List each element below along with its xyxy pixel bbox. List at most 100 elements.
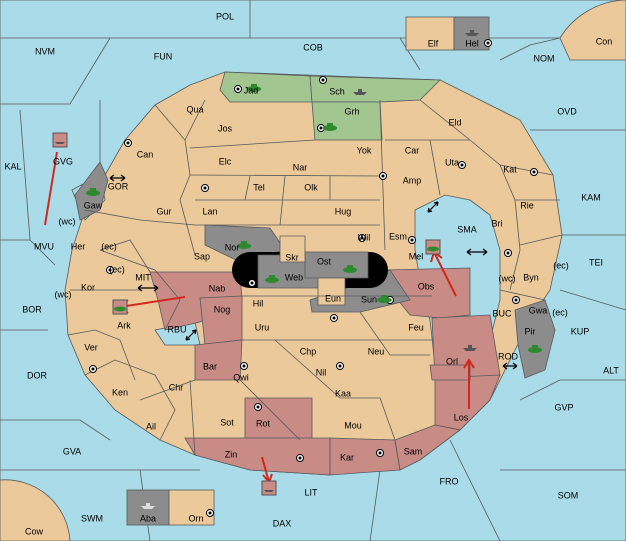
label-jos: Jos bbox=[218, 123, 233, 133]
label-nab: Nab bbox=[209, 283, 226, 293]
army-icon[interactable] bbox=[112, 299, 128, 315]
label-kar: Kar bbox=[340, 452, 354, 462]
region-jad[interactable] bbox=[219, 71, 313, 103]
units bbox=[52, 30, 542, 509]
label-orl: Orl bbox=[446, 356, 458, 366]
label-zin: Zin bbox=[225, 449, 238, 459]
label-orn: Orn bbox=[188, 513, 203, 523]
label-tel: Tel bbox=[253, 182, 265, 192]
label-gvp: GVP bbox=[554, 402, 573, 412]
army-icon[interactable] bbox=[323, 123, 337, 131]
region-ost[interactable] bbox=[304, 251, 369, 279]
label-rot: Rot bbox=[256, 418, 271, 428]
label-gor: GOR bbox=[108, 181, 129, 191]
fleet-icon[interactable] bbox=[261, 480, 277, 496]
label-eun: Eun bbox=[325, 293, 341, 303]
label-hug: Hug bbox=[335, 206, 352, 216]
label-pir: Pir bbox=[525, 326, 536, 336]
fleet-icon[interactable] bbox=[353, 89, 367, 95]
label-olk: Olk bbox=[304, 182, 318, 192]
label-sot: Sot bbox=[220, 417, 234, 427]
label-sam: Sam bbox=[404, 446, 423, 456]
label-kor: Kor bbox=[81, 282, 95, 292]
label-ken: Ken bbox=[112, 387, 128, 397]
label-web: Web bbox=[285, 272, 303, 282]
supply-centers bbox=[89, 39, 538, 517]
label-sap: Sap bbox=[194, 251, 210, 261]
label-kup: KUP bbox=[571, 326, 590, 336]
label-ec3: (ec) bbox=[552, 307, 568, 317]
label-con: Con bbox=[596, 36, 613, 46]
label-gva: GVA bbox=[63, 446, 81, 456]
label-los: Los bbox=[454, 412, 469, 422]
label-hel: Hel bbox=[465, 38, 479, 48]
label-neu: Neu bbox=[368, 346, 385, 356]
army-icon[interactable] bbox=[265, 275, 279, 283]
label-bri: Bri bbox=[492, 218, 503, 228]
label-cow: Cow bbox=[25, 526, 44, 536]
fleet-icon[interactable] bbox=[465, 30, 479, 36]
move-arrow bbox=[44, 151, 58, 226]
army-icon[interactable] bbox=[237, 241, 251, 249]
label-cob: COB bbox=[303, 42, 323, 52]
label-buc: BUC bbox=[492, 308, 512, 318]
label-gvg: GVG bbox=[53, 156, 73, 166]
land-borders bbox=[67, 99, 563, 456]
label-rbu: RBU bbox=[167, 324, 186, 334]
army-icon[interactable] bbox=[425, 239, 441, 255]
label-dax: DAX bbox=[273, 518, 292, 528]
region-orn[interactable] bbox=[168, 489, 215, 526]
label-bar: Bar bbox=[203, 361, 217, 371]
move-arrow bbox=[433, 251, 457, 297]
label-pol: POL bbox=[216, 11, 234, 21]
label-kal: KAL bbox=[4, 161, 21, 171]
label-ec2: (ec) bbox=[109, 264, 125, 274]
region-sch[interactable] bbox=[309, 75, 441, 103]
label-mvu: MVU bbox=[34, 241, 54, 251]
region-skr[interactable] bbox=[279, 235, 306, 263]
label-ost: Ost bbox=[317, 256, 332, 266]
region-sam[interactable] bbox=[394, 424, 461, 471]
region-labels: POL COB NVM FUN NOM Con Elf Hel OVD KAL … bbox=[4, 11, 619, 536]
army-icon[interactable] bbox=[247, 84, 261, 92]
region-los[interactable] bbox=[434, 374, 501, 431]
label-byn: Byn bbox=[523, 272, 539, 282]
label-esm: Esm bbox=[389, 231, 407, 241]
label-amp: Amp bbox=[403, 175, 422, 185]
army-icon[interactable] bbox=[343, 265, 357, 273]
label-nog: Nog bbox=[214, 304, 231, 314]
army-icon[interactable] bbox=[528, 345, 542, 353]
label-sun: Sun bbox=[361, 294, 377, 304]
connection-arrows bbox=[109, 174, 518, 370]
label-ec1: (ec) bbox=[101, 241, 117, 251]
label-chr: Chr bbox=[169, 382, 184, 392]
label-sma: SMA bbox=[457, 224, 477, 234]
label-aba: Aba bbox=[140, 513, 156, 523]
label-rie: Rie bbox=[520, 200, 534, 210]
fleet-icon[interactable] bbox=[52, 132, 68, 148]
fleet-icon[interactable] bbox=[463, 345, 477, 351]
label-sch: Sch bbox=[329, 86, 345, 96]
region-nog[interactable] bbox=[199, 295, 243, 346]
label-obs: Obs bbox=[418, 281, 435, 291]
label-her: Her bbox=[71, 241, 86, 251]
label-alt: ALT bbox=[603, 365, 619, 375]
move-arrow bbox=[119, 296, 186, 308]
army-icon[interactable] bbox=[377, 295, 391, 303]
label-gwa: Gwa bbox=[529, 305, 548, 315]
move-arrow bbox=[261, 456, 270, 483]
region-cow[interactable] bbox=[0, 479, 71, 541]
label-ovd: OVD bbox=[557, 106, 577, 116]
fleet-icon[interactable] bbox=[141, 503, 155, 509]
label-ver: Ver bbox=[84, 342, 98, 352]
label-tei: TEI bbox=[589, 257, 603, 267]
region-con[interactable] bbox=[559, 0, 626, 61]
region-zin[interactable] bbox=[184, 437, 331, 476]
label-nom: NOM bbox=[534, 53, 555, 63]
label-mou: Mou bbox=[344, 420, 362, 430]
label-uta: Uta bbox=[445, 157, 459, 167]
army-icon[interactable] bbox=[86, 188, 100, 196]
label-bor: BOR bbox=[22, 304, 42, 314]
label-elf: Elf bbox=[428, 38, 439, 48]
